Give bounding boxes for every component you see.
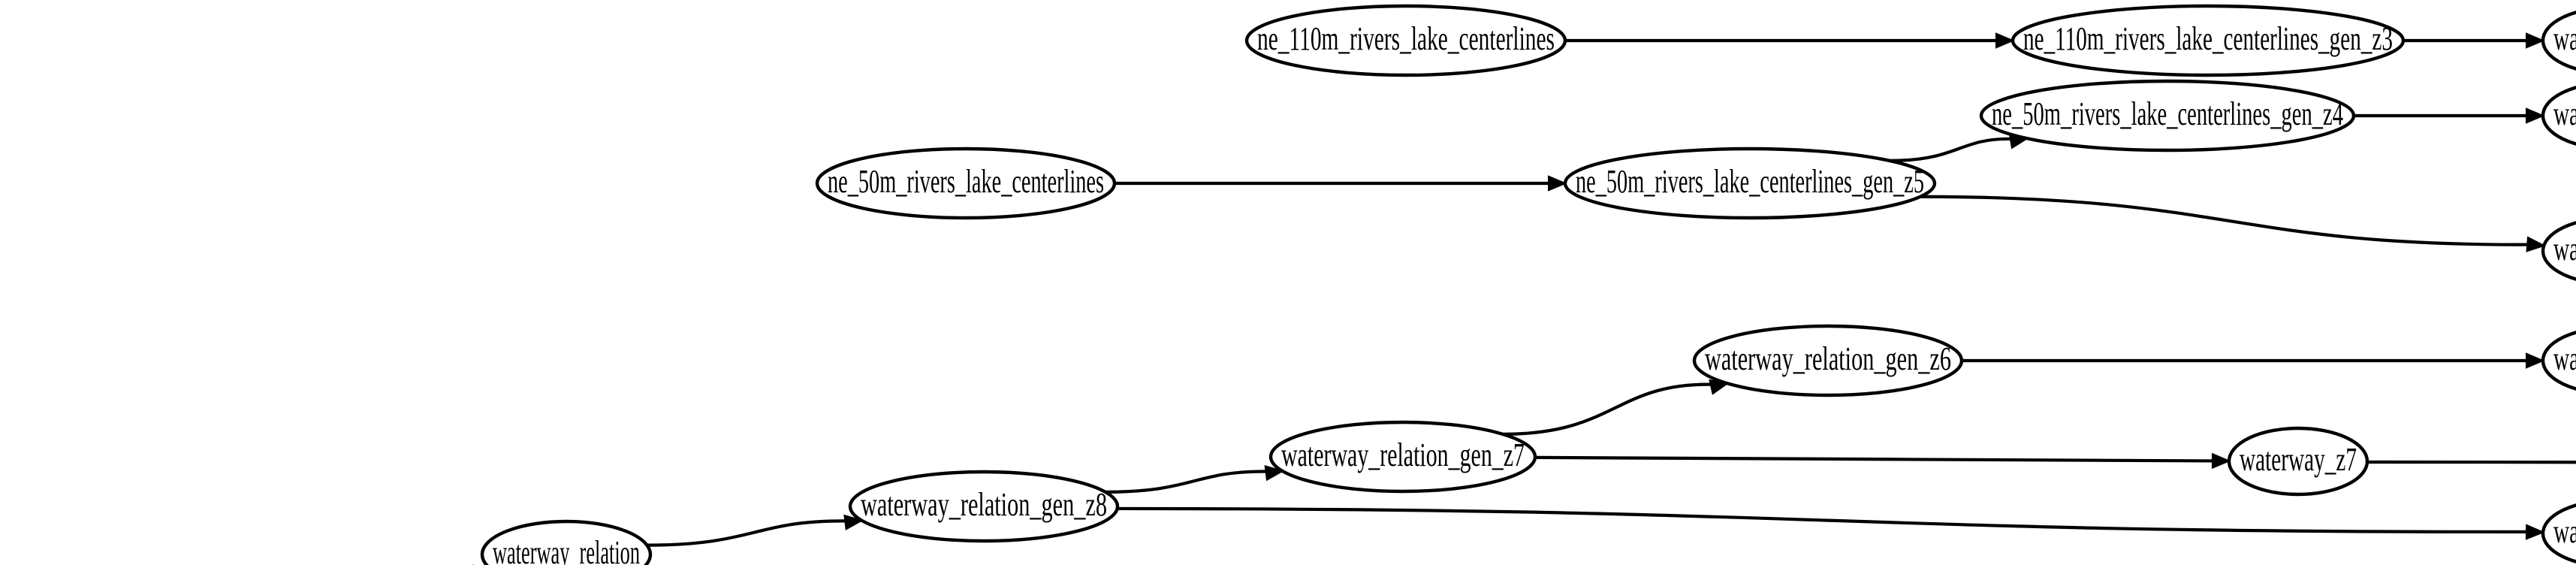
edge-arrowhead: [1264, 465, 1285, 482]
graph-node-waterway_z6[interactable]: waterway_z6: [2541, 328, 2576, 394]
node-ellipse: [1563, 147, 1937, 220]
node-ellipse: [480, 519, 653, 565]
graph-node-waterway_z3[interactable]: waterway_z3: [2541, 8, 2576, 74]
graph-node-ne_110m_rivers_lake_centerlines_gen_z3[interactable]: ne_110m_rivers_lake_centerlines_gen_z3: [2010, 4, 2406, 77]
node-ellipse: [2541, 221, 2576, 281]
graph-node-waterway_z7[interactable]: waterway_z7: [2227, 426, 2369, 497]
graph-edge: [2366, 460, 2576, 464]
node-ellipse: [1268, 420, 1537, 494]
edge-arrowhead: [2526, 32, 2545, 49]
graph-node-ne_50m_rivers_lake_centerlines[interactable]: ne_50m_rivers_lake_centerlines: [815, 147, 1117, 220]
edge-arrowhead: [2526, 107, 2545, 124]
graph-edge: [1117, 506, 2527, 533]
graph-node-waterway_relation[interactable]: waterway_relation: [480, 519, 653, 565]
graph-node-ne_50m_rivers_lake_centerlines_gen_z5[interactable]: ne_50m_rivers_lake_centerlines_gen_z5: [1563, 147, 1937, 220]
edges-layer: [472, 32, 2576, 565]
graph-node-waterway_relation_gen_z6[interactable]: waterway_relation_gen_z6: [1692, 324, 1964, 397]
node-ellipse: [815, 147, 1117, 220]
nodes-layer: imposm3osm_waterway_relationosm_waterway…: [480, 4, 2576, 565]
node-ellipse: [848, 470, 1120, 543]
graph-node-waterway_z5[interactable]: waterway_z5: [2541, 218, 2576, 284]
graph-node-waterway_z4[interactable]: waterway_z4: [2541, 83, 2576, 149]
node-ellipse: [1979, 79, 2356, 153]
edge-arrowhead: [843, 514, 864, 530]
node-ellipse: [2541, 331, 2576, 391]
node-ellipse: [2541, 503, 2576, 563]
node-ellipse: [2227, 426, 2369, 497]
edge-arrowhead: [2525, 524, 2545, 540]
graph-edge: [1534, 455, 2213, 463]
graph-node-ne_110m_rivers_lake_centerlines[interactable]: ne_110m_rivers_lake_centerlines: [1244, 4, 1567, 77]
edge-arrowhead: [2526, 236, 2546, 252]
edge-arrowhead: [2526, 352, 2545, 369]
graph-edge: [1503, 382, 1712, 437]
node-ellipse: [2541, 11, 2576, 71]
node-ellipse: [1244, 4, 1567, 77]
graph-node-ne_50m_rivers_lake_centerlines_gen_z4[interactable]: ne_50m_rivers_lake_centerlines_gen_z4: [1979, 79, 2356, 153]
graph-edge: [1105, 470, 1266, 494]
edge-arrowhead: [1995, 32, 2015, 49]
graph-edge: [647, 519, 846, 547]
edge-arrowhead: [2211, 452, 2231, 470]
graph-node-waterway_z8[interactable]: waterway_z8: [2541, 500, 2576, 565]
node-ellipse: [1692, 324, 1964, 397]
edge-arrowhead: [1548, 175, 1567, 192]
graph-node-waterway_relation_gen_z7[interactable]: waterway_relation_gen_z7: [1268, 420, 1537, 494]
node-ellipse: [2541, 86, 2576, 146]
graph-node-waterway_relation_gen_z8[interactable]: waterway_relation_gen_z8: [848, 470, 1120, 543]
graph-edge: [1889, 137, 2011, 162]
graph-edge: [1920, 195, 2528, 246]
node-ellipse: [2010, 4, 2406, 77]
